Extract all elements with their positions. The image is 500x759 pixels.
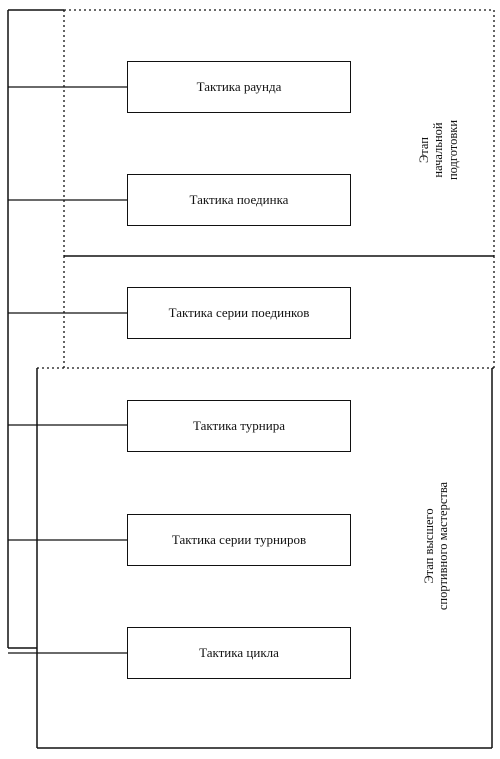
box-label: Тактика серии поединков bbox=[168, 305, 310, 320]
box-round-tactics: Тактика раунда bbox=[127, 61, 351, 113]
box-label: Тактика цикла bbox=[199, 645, 279, 660]
box-label: Тактика серии турниров bbox=[171, 532, 307, 547]
box-bout-tactics: Тактика поединка bbox=[127, 174, 351, 226]
box-bout-series-tactics: Тактика серии поединков bbox=[127, 287, 351, 339]
box-tournament-tactics: Тактика турнира bbox=[127, 400, 351, 452]
initial-stage-label: Этап начальной подготовки bbox=[417, 119, 460, 181]
box-cycle-tactics: Тактика цикла bbox=[127, 627, 351, 679]
higher-stage-label: Этап высшего спортивного мастерства bbox=[422, 481, 451, 611]
box-label: Тактика раунда bbox=[196, 79, 282, 94]
box-tournament-series-tactics: Тактика серии турниров bbox=[127, 514, 351, 566]
box-label: Тактика поединка bbox=[189, 192, 289, 207]
box-label: Тактика турнира bbox=[192, 418, 285, 433]
